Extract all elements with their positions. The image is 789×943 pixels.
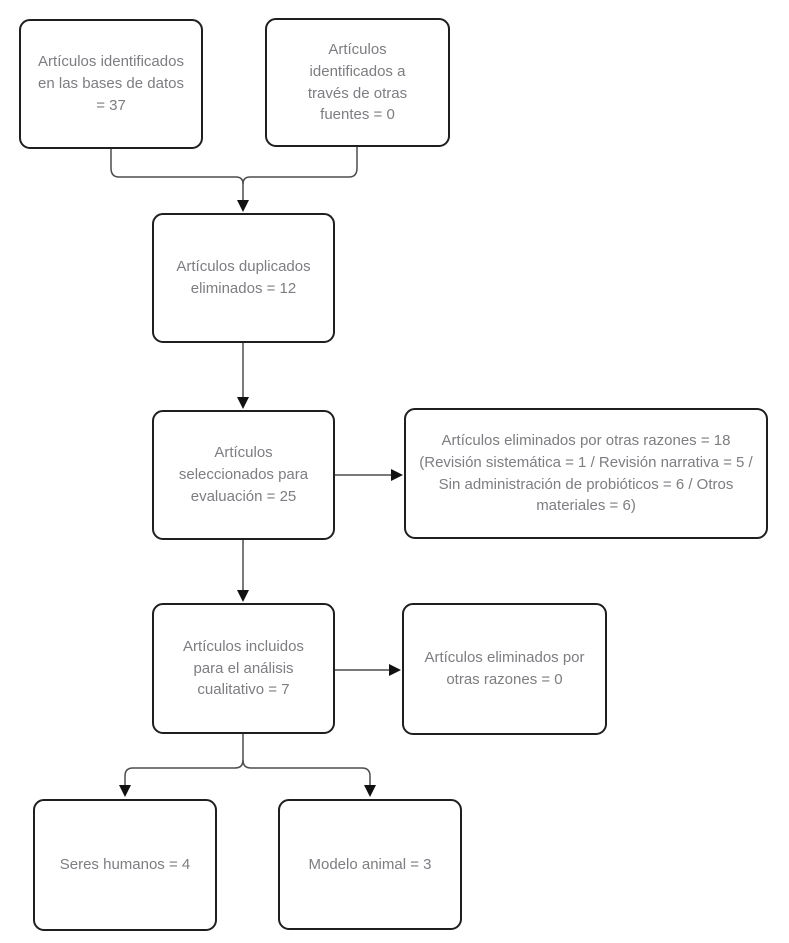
node-duplicates-removed-label: Artículos duplicados eliminados = 12: [176, 258, 311, 297]
node-included-qualitative-label: Artículos incluidos para el análisis cua…: [183, 637, 304, 699]
arrowhead-excluded: [391, 469, 403, 481]
node-included-qualitative: Artículos incluidos para el análisis cua…: [152, 603, 335, 734]
arrowhead-included: [237, 590, 249, 602]
node-animal-model: Modelo animal = 3: [278, 799, 462, 930]
node-excluded-reasons-label: Artículos eliminados por otras razones =…: [419, 432, 753, 515]
node-duplicates-removed: Artículos duplicados eliminados = 12: [152, 213, 335, 343]
arrowhead-humans: [119, 785, 131, 797]
node-excluded-zero: Artículos eliminados por otras razones =…: [402, 603, 607, 735]
arrowhead-animal: [364, 785, 376, 797]
node-excluded-zero-label: Artículos eliminados por otras razones =…: [424, 649, 585, 688]
arrowhead-selected: [237, 397, 249, 409]
arrowhead-excluded-zero: [389, 664, 401, 676]
connector-included-to-humans: [124, 734, 244, 786]
connector-other-to-duplicates: [242, 147, 358, 185]
node-selected-evaluation: Artículos seleccionados para evaluación …: [152, 410, 335, 540]
node-identified-databases: Artículos identificados en las bases de …: [19, 19, 203, 149]
node-identified-databases-label: Artículos identificados en las bases de …: [38, 53, 184, 114]
node-identified-other-sources: Artículos identificados a través de otra…: [265, 18, 450, 147]
node-humans-label: Seres humanos = 4: [59, 856, 191, 874]
connector-included-to-animal: [242, 759, 371, 786]
arrowhead-duplicates: [237, 200, 249, 212]
node-humans: Seres humanos = 4: [33, 799, 217, 931]
connector-db-to-duplicates: [110, 149, 244, 201]
node-animal-model-label: Modelo animal = 3: [308, 855, 432, 873]
node-selected-evaluation-label: Artículos seleccionados para evaluación …: [178, 444, 309, 505]
node-excluded-reasons: Artículos eliminados por otras razones =…: [404, 408, 768, 539]
node-identified-other-sources-label: Artículos identificados a través de otra…: [307, 41, 408, 124]
